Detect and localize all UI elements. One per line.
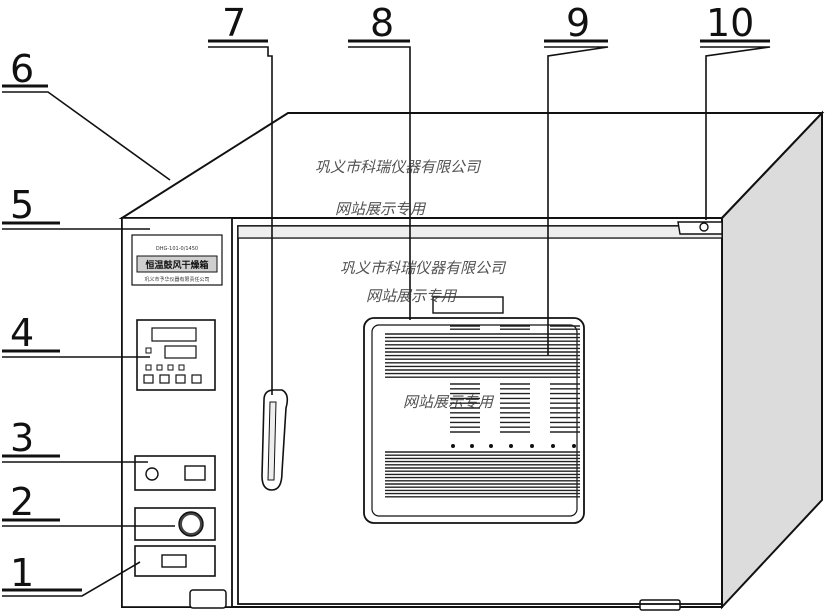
nameplate-model: DHG-101-0/1450 [156, 246, 198, 252]
right-foot [639, 599, 681, 611]
door-lock [677, 221, 723, 235]
callout-line-7 [208, 46, 273, 395]
controller-key [143, 374, 154, 384]
callout-10: 10 [706, 1, 754, 45]
controller-key [175, 374, 186, 384]
callout-6: 6 [10, 47, 34, 91]
nameplate-maker: 巩义市予华仪器有限责任公司 [144, 276, 209, 283]
controller-display-top [151, 327, 197, 342]
indicator-panel [134, 455, 216, 491]
power-switch [161, 554, 187, 568]
watermark-company: 巩义市科瑞仪器有限公司 [315, 158, 482, 176]
oven-door [237, 225, 723, 605]
callout-3: 3 [10, 416, 34, 460]
callout-line-6 [2, 91, 171, 181]
callout-8: 8 [370, 1, 394, 45]
nameplate: DHG-101-0/1450 恒温鼓风干燥箱 巩义市予华仪器有限责任公司 [131, 234, 223, 286]
oven-feet [189, 589, 681, 611]
knob-panel [134, 507, 216, 541]
callout-4: 4 [10, 311, 34, 355]
callout-2: 2 [10, 480, 34, 524]
callout-5: 5 [10, 183, 34, 227]
watermark-company: 巩义市科瑞仪器有限公司 [340, 259, 507, 277]
watermark-note: 网站展示专用 [403, 393, 495, 411]
callout-lines [2, 46, 771, 597]
controller-key [159, 374, 170, 384]
callout-line-8 [348, 46, 411, 320]
controller-display-bottom [164, 345, 197, 359]
nameplate-title: 恒温鼓风干燥箱 [145, 259, 208, 271]
door-handle [261, 389, 289, 491]
callout-7: 7 [222, 1, 246, 45]
indicator-lamp [145, 467, 159, 481]
indicator-switch [184, 465, 206, 481]
power-switch-panel [134, 545, 216, 577]
window-rivets [451, 444, 576, 448]
watermark-note: 网站展示专用 [366, 287, 458, 305]
door-tab [432, 296, 504, 314]
observation-window [363, 317, 585, 524]
door-top-rail [237, 225, 723, 239]
callout-9: 9 [566, 1, 590, 45]
temperature-controller [136, 319, 216, 391]
watermark-note: 网站展示专用 [335, 200, 427, 218]
callout-underlines [2, 39, 770, 592]
callout-line-9 [544, 46, 609, 355]
controller-key [191, 374, 202, 384]
callout-1: 1 [10, 551, 34, 595]
left-foot [189, 589, 227, 609]
callout-line-1 [2, 561, 141, 597]
callout-line-10 [700, 46, 771, 220]
